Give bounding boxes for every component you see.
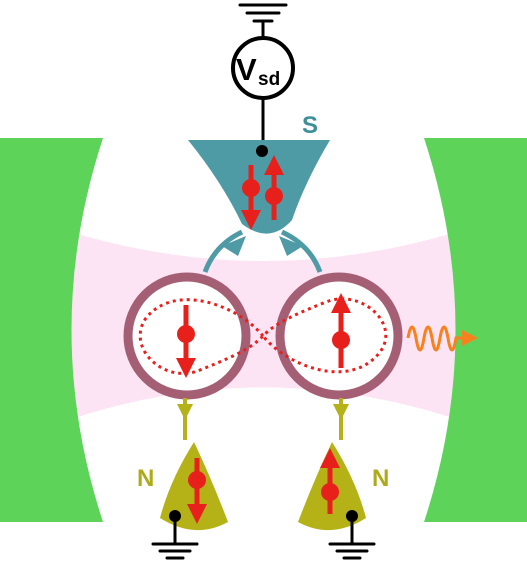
cavity-field bbox=[40, 222, 487, 430]
source-label: V bbox=[236, 52, 257, 87]
cooper-pair-spins bbox=[241, 155, 284, 230]
normal-lead-left-label: N bbox=[137, 465, 154, 492]
tunnel-arrowhead-left bbox=[177, 404, 193, 420]
photon-arrowhead bbox=[462, 330, 478, 346]
splitting-arrows bbox=[202, 229, 323, 273]
split-arrowhead-right bbox=[279, 236, 303, 256]
photon-wiggle bbox=[406, 325, 466, 352]
spin-down-left-dot bbox=[176, 305, 196, 378]
ground-symbol-top bbox=[238, 3, 288, 40]
left-mirror bbox=[0, 138, 103, 522]
right-mirror bbox=[424, 138, 527, 522]
tunnel-arrowhead-right bbox=[333, 404, 349, 420]
spin-up-right-lead bbox=[320, 448, 340, 514]
spin-down-left-lead bbox=[187, 458, 207, 524]
normal-lead-right-label: N bbox=[372, 465, 389, 492]
superconductor-contact bbox=[256, 145, 268, 157]
ground-symbol-left bbox=[151, 514, 199, 560]
superconductor-label: S bbox=[302, 112, 318, 139]
entanglement-loop bbox=[138, 297, 388, 375]
source-subscript: sd bbox=[258, 69, 280, 90]
voltage-source: V sd bbox=[231, 36, 295, 100]
split-arrowhead-left bbox=[222, 236, 246, 256]
ground-symbol-right bbox=[328, 514, 376, 560]
spin-up-right-dot bbox=[331, 293, 351, 368]
